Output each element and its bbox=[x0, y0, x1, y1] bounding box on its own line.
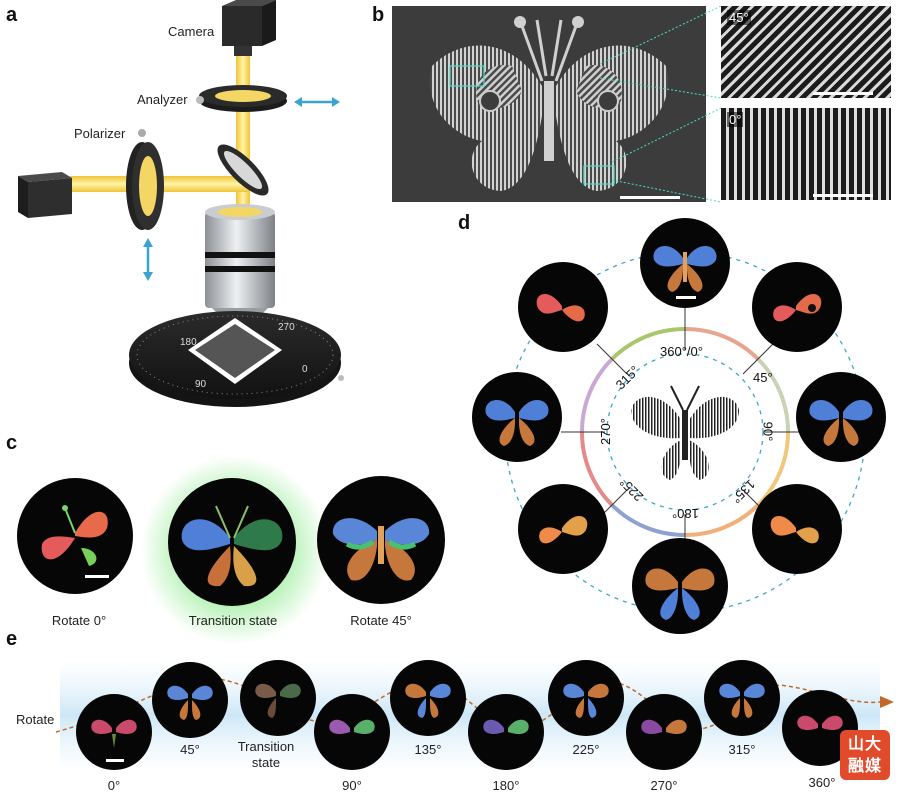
analyzer-ring-icon bbox=[196, 85, 287, 112]
objective-lens-icon bbox=[205, 204, 275, 320]
light-source-icon bbox=[18, 172, 72, 218]
stage-tick-270: 270 bbox=[278, 322, 295, 333]
optical-setup-diagram: 180 270 0 90 bbox=[18, 0, 344, 407]
sequence-image-0 bbox=[76, 694, 152, 770]
seq-label-180: 180° bbox=[492, 778, 520, 793]
watermark-logo: 山大 融媒 bbox=[840, 730, 890, 780]
zoom-45-label: 45° bbox=[727, 10, 751, 25]
butterfly-transition bbox=[168, 478, 296, 606]
sequence-image-90 bbox=[314, 694, 390, 770]
polarizer-label: Polarizer bbox=[74, 126, 126, 141]
beam-splitter-icon bbox=[217, 144, 269, 196]
panel-label-d: d bbox=[458, 212, 471, 234]
sequence-image-270 bbox=[626, 694, 702, 770]
scale-bar bbox=[620, 196, 680, 199]
label-rotate-0: Rotate 0° bbox=[51, 613, 107, 628]
stage-tick-90: 90 bbox=[195, 379, 207, 390]
scale-bar-c bbox=[85, 575, 109, 578]
panel-label-b: b bbox=[372, 4, 385, 26]
sequence-image-315 bbox=[704, 660, 780, 736]
cycle-image-135 bbox=[752, 484, 842, 574]
angle-label-180: 180° bbox=[672, 506, 699, 521]
seq-label-transition: Transition state bbox=[237, 739, 295, 770]
analyzer-label: Analyzer bbox=[137, 92, 188, 107]
polarizer-translation-arrow-icon bbox=[143, 238, 153, 281]
cycle-image-90 bbox=[796, 372, 886, 462]
cycle-image-270 bbox=[472, 372, 562, 462]
butterfly-rotate-45 bbox=[317, 476, 445, 604]
seq-label-360: 360° bbox=[808, 775, 836, 790]
sem-butterfly-image bbox=[392, 6, 706, 202]
seq-label-225: 225° bbox=[572, 742, 600, 757]
sequence-image-225 bbox=[548, 660, 624, 736]
angle-label-270: 270° bbox=[597, 418, 613, 445]
stage-tick-0: 0 bbox=[302, 364, 308, 375]
panel-label-c: c bbox=[6, 432, 18, 454]
label-rotate-45: Rotate 45° bbox=[350, 613, 412, 628]
scale-bar-e bbox=[106, 759, 124, 762]
watermark-line-1: 山大 bbox=[847, 734, 882, 753]
watermark-line-2: 融媒 bbox=[847, 756, 882, 775]
cycle-image-0 bbox=[640, 218, 730, 308]
camera-icon bbox=[222, 0, 276, 56]
zoom-connector-lines bbox=[600, 6, 722, 203]
cycle-image-180 bbox=[632, 538, 728, 634]
cycle-image-225 bbox=[518, 484, 608, 574]
zoom-0-label: 0° bbox=[727, 112, 744, 127]
seq-label-90: 90° bbox=[342, 778, 362, 793]
sequence-image-transition bbox=[240, 660, 316, 736]
analyzer-rotation-arrow-icon bbox=[294, 97, 340, 107]
scale-bar-d bbox=[676, 296, 696, 299]
sequence-image-180 bbox=[468, 694, 544, 770]
label-transition-state: Transition state bbox=[188, 613, 278, 628]
angle-label-45: 45° bbox=[753, 370, 773, 385]
angle-label-90: 90° bbox=[760, 421, 776, 442]
seq-label-45: 45° bbox=[180, 742, 200, 757]
sequence-image-45 bbox=[152, 662, 228, 738]
polarizer-ring-icon bbox=[126, 129, 164, 230]
seq-label-135: 135° bbox=[414, 742, 442, 757]
cycle-image-315 bbox=[518, 262, 608, 352]
zoom-45-scale-bar bbox=[813, 92, 873, 95]
stage-tick-180: 180 bbox=[180, 337, 197, 348]
center-butterfly-pattern bbox=[631, 385, 739, 480]
panel-label-a: a bbox=[6, 4, 18, 26]
seq-label-0: 0° bbox=[107, 778, 121, 793]
zoom-45-grating: 45° bbox=[721, 6, 891, 98]
zoom-0-grating: 0° bbox=[721, 108, 891, 200]
sequence-image-135 bbox=[390, 660, 466, 736]
butterfly-rotate-0 bbox=[17, 478, 133, 594]
camera-label: Camera bbox=[168, 24, 215, 39]
seq-label-270: 270° bbox=[650, 778, 678, 793]
seq-label-315: 315° bbox=[728, 742, 756, 757]
rotation-cycle-diagram bbox=[504, 251, 866, 613]
panel-label-e: e bbox=[6, 628, 18, 650]
cycle-image-45 bbox=[752, 262, 842, 352]
rotation-stage-icon bbox=[129, 311, 344, 407]
rotate-label: Rotate bbox=[16, 712, 55, 727]
angle-label-360-0: 360°/0° bbox=[660, 344, 703, 359]
zoom-0-scale-bar bbox=[813, 194, 873, 197]
